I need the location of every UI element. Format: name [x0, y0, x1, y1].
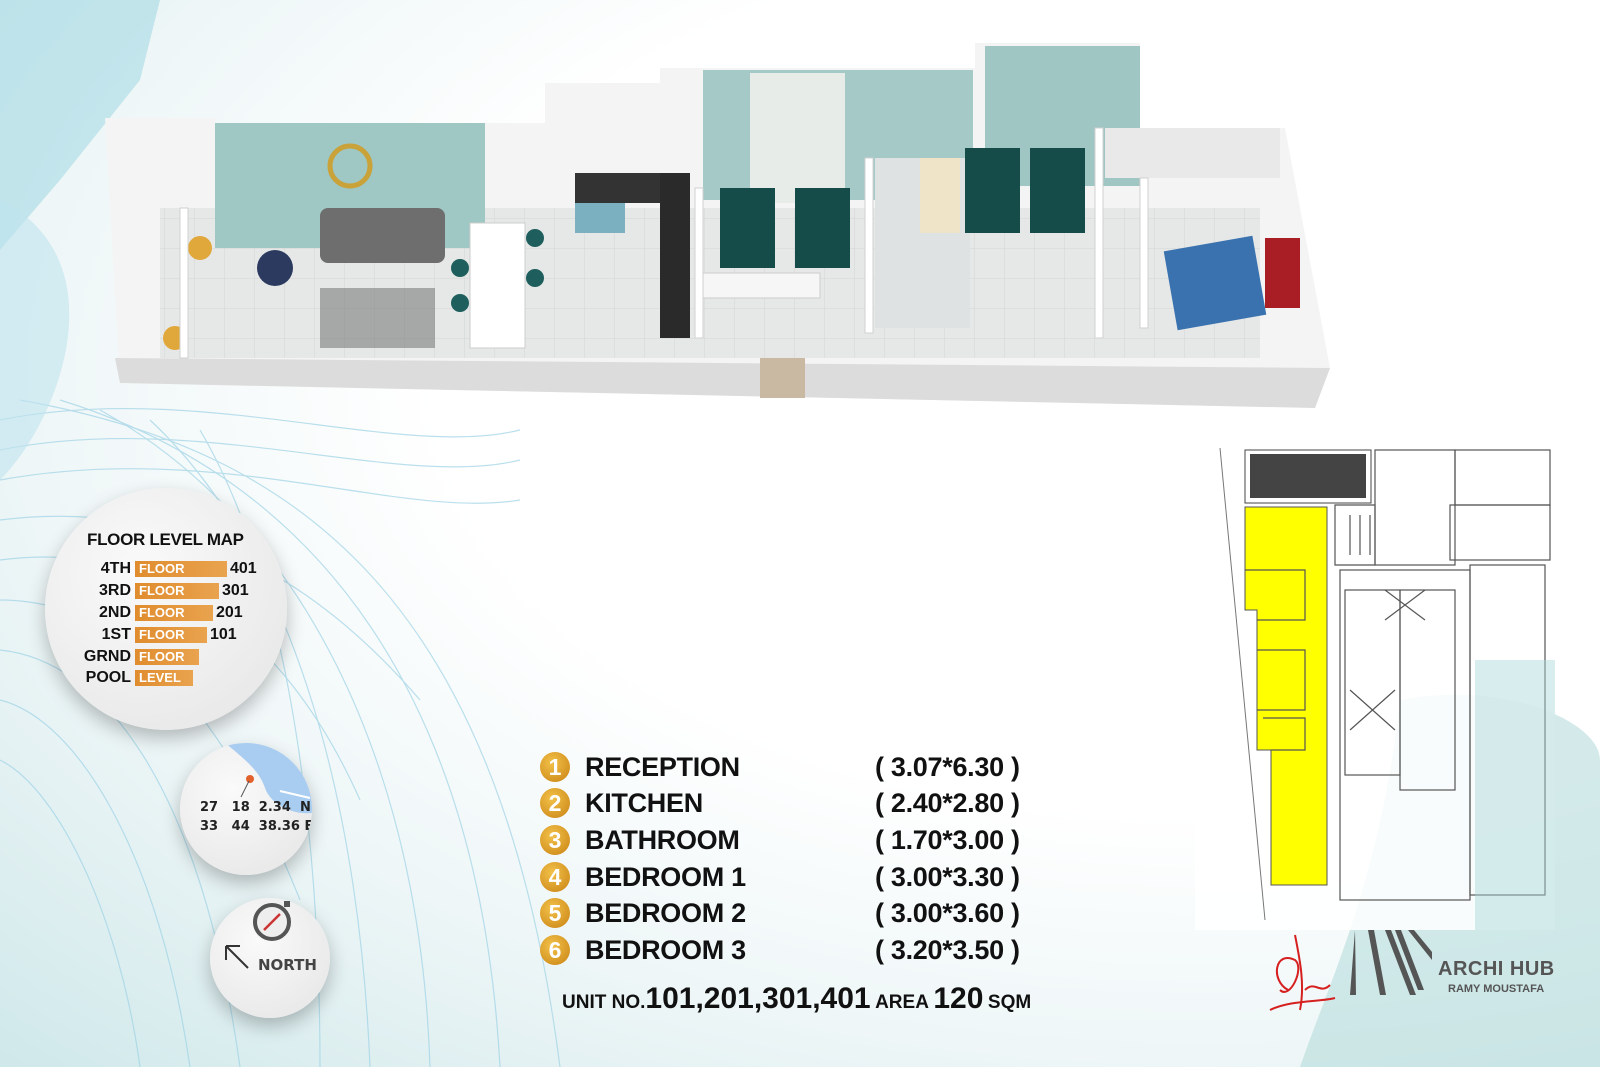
room-name: RECEPTION	[585, 751, 740, 782]
room-dimensions: ( 3.20*3.50 )	[875, 934, 1020, 965]
brand-logo: ARCHI HUB RAMY MOUSTAFA	[1260, 930, 1580, 1020]
north-arrow-icon	[225, 945, 249, 969]
unit-info: UNIT NO.101,201,301,401 AREA 120 SQM	[562, 982, 1031, 1016]
room-name: KITCHEN	[585, 787, 703, 818]
floor-level-label: GRND	[83, 648, 131, 665]
area-value: 120	[933, 982, 984, 1015]
room-item: 4 BEDROOM 1 ( 3.00*3.30 )	[540, 860, 1030, 894]
3d-floor-plan-render	[105, 43, 1330, 408]
floor-unit-number: 201	[216, 604, 243, 621]
location-map: 27 18 2.34 N 33 44 38.36 E	[180, 743, 312, 875]
room-number-badge: 3	[540, 825, 570, 855]
room-item: 6 BEDROOM 3 ( 3.20*3.50 )	[540, 933, 1030, 967]
floor-bar: FLOOR	[135, 649, 199, 665]
floor-bar: FLOOR	[135, 561, 227, 577]
room-dimensions: ( 1.70*3.00 )	[875, 824, 1020, 855]
latitude: 27 18 2.34 N	[200, 800, 311, 815]
unit-numbers: 101,201,301,401	[645, 982, 871, 1015]
building-floor-plan	[1195, 440, 1555, 930]
room-item: 3 BATHROOM ( 1.70*3.00 )	[540, 823, 1030, 857]
room-name: BEDROOM 3	[585, 934, 746, 965]
floor-bar: FLOOR	[135, 627, 207, 643]
archi-hub-logo-mark	[1350, 930, 1432, 995]
area-unit: SQM	[987, 992, 1032, 1013]
floor-unit-number: 401	[230, 560, 257, 577]
brand-owner: RAMY MOUSTAFA	[1448, 983, 1545, 995]
floor-level-label: POOL	[85, 669, 131, 686]
room-number-badge: 2	[540, 788, 570, 818]
north-indicator: NORTH	[210, 898, 330, 1018]
room-number-badge: 5	[540, 898, 570, 928]
north-label: NORTH	[258, 956, 317, 974]
compass-icon	[253, 901, 291, 941]
room-item: 5 BEDROOM 2 ( 3.00*3.60 )	[540, 896, 1030, 930]
floor-bar: FLOOR	[135, 605, 213, 621]
room-name: BATHROOM	[585, 824, 740, 855]
room-item: 2 KITCHEN ( 2.40*2.80 )	[540, 786, 1030, 820]
room-name: BEDROOM 2	[585, 897, 746, 928]
longitude: 33 44 38.36 E	[200, 819, 312, 834]
brand-name: ARCHI HUB	[1438, 958, 1555, 980]
floor-bar: FLOOR	[135, 583, 219, 599]
room-dimensions: ( 3.00*3.60 )	[875, 897, 1020, 928]
floor-level-label: 4TH	[100, 560, 131, 577]
room-number-badge: 1	[540, 752, 570, 782]
room-name: BEDROOM 1	[585, 861, 746, 892]
map-water-shape	[225, 743, 312, 814]
location-pin-icon	[240, 775, 254, 798]
floor-bar: LEVEL	[135, 670, 193, 686]
floor-level-label: 2ND	[98, 604, 131, 621]
room-item: 1 RECEPTION ( 3.07*6.30 )	[540, 750, 1030, 784]
floor-level-label: 1ST	[101, 626, 131, 643]
area-label: AREA	[875, 992, 929, 1013]
room-dimensions: ( 2.40*2.80 )	[875, 787, 1020, 818]
unit-label: UNIT NO.	[562, 992, 646, 1013]
room-dimensions: ( 3.00*3.30 )	[875, 861, 1020, 892]
room-dimensions: ( 3.07*6.30 )	[875, 751, 1020, 782]
room-number-badge: 4	[540, 862, 570, 892]
floor-level-map-title: FLOOR LEVEL MAP	[87, 530, 244, 549]
floor-level-label: 3RD	[98, 582, 131, 599]
signature	[1269, 934, 1336, 1011]
floor-unit-number: 101	[210, 626, 237, 643]
floor-unit-number: 301	[222, 582, 249, 599]
room-number-badge: 6	[540, 935, 570, 965]
